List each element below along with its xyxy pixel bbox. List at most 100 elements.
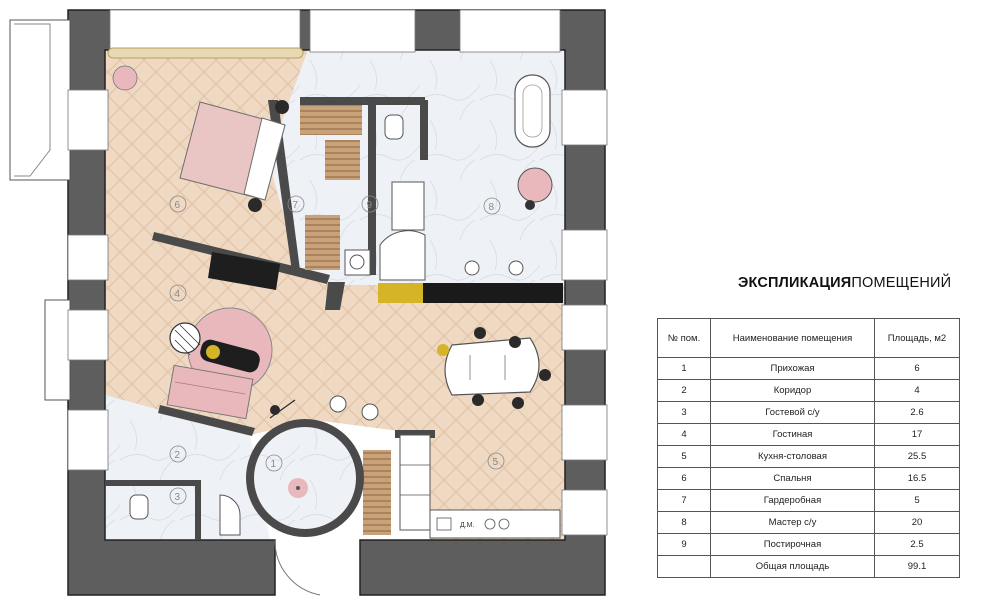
bedside-lamp bbox=[275, 100, 289, 114]
table-row: 9 Постирочная 2.5 bbox=[657, 533, 960, 556]
bedside-lamp bbox=[248, 198, 262, 212]
cell-name: Кухня-столовая bbox=[710, 445, 875, 468]
bar-stool bbox=[329, 395, 347, 413]
cell-name: Прихожая bbox=[710, 357, 875, 380]
bay-window bbox=[9, 19, 71, 181]
room-label-5: 5 bbox=[487, 452, 505, 470]
cell-area: 2.5 bbox=[874, 533, 960, 556]
svg-text:2: 2 bbox=[175, 450, 181, 461]
radiator bbox=[107, 47, 304, 59]
window-opening bbox=[67, 309, 109, 361]
window-opening-top bbox=[459, 9, 561, 53]
header-room-area: Площадь, м2 bbox=[874, 318, 960, 358]
sink-icon bbox=[508, 260, 524, 276]
bar-stool bbox=[361, 403, 379, 421]
table-row: 7 Гардеробная 5 bbox=[657, 489, 960, 512]
explication-table: № пом. Наименование помещения Площадь, м… bbox=[657, 318, 960, 578]
black-cabinet bbox=[423, 283, 563, 303]
window-left bbox=[44, 299, 71, 401]
table-row: 1 Прихожая 6 bbox=[657, 357, 960, 380]
explication-title: ЭКСПЛИКАЦИЯПОМЕЩЕНИЙ bbox=[738, 275, 951, 291]
svg-text:5: 5 bbox=[493, 457, 499, 468]
window-opening bbox=[67, 409, 109, 471]
yellow-cabinet bbox=[378, 283, 423, 303]
armchair bbox=[169, 322, 201, 354]
cell-number: 2 bbox=[657, 379, 711, 402]
cell-number: 5 bbox=[657, 445, 711, 468]
bathtub bbox=[514, 74, 551, 148]
room-label-7: 7 bbox=[287, 195, 305, 213]
explication-title-bold: ЭКСПЛИКАЦИЯ bbox=[738, 275, 852, 291]
cell-number bbox=[657, 555, 711, 578]
room-label-2: 2 bbox=[169, 445, 187, 463]
table-row: 5 Кухня-столовая 25.5 bbox=[657, 445, 960, 468]
window-opening-top bbox=[109, 9, 301, 53]
outer-walls bbox=[9, 9, 608, 596]
shower-cabin bbox=[391, 181, 425, 231]
sink-icon bbox=[464, 260, 480, 276]
round-ottoman bbox=[112, 65, 138, 91]
room-label-4: 4 bbox=[169, 284, 187, 302]
room-label-6: 6 bbox=[169, 195, 187, 213]
cell-area: 25.5 bbox=[874, 445, 960, 468]
svg-text:1: 1 bbox=[271, 459, 277, 470]
table-row: 6 Спальня 16.5 bbox=[657, 467, 960, 490]
cell-name: Спальня bbox=[710, 467, 875, 490]
table-header-row: № пом. Наименование помещения Площадь, м… bbox=[657, 318, 960, 358]
living-set bbox=[166, 307, 296, 420]
cell-number: 1 bbox=[657, 357, 711, 380]
explication-title-regular: ПОМЕЩЕНИЙ bbox=[851, 275, 952, 291]
dishwasher-label: Д.М. bbox=[460, 522, 475, 529]
room-label-9: 9 bbox=[361, 195, 379, 213]
washing-machine-icon bbox=[344, 249, 371, 276]
cell-area: 6 bbox=[874, 357, 960, 380]
room-label-3: 3 bbox=[169, 487, 187, 505]
window-opening bbox=[561, 489, 608, 536]
cell-number: 9 bbox=[657, 533, 711, 556]
table-row: 2 Коридор 4 bbox=[657, 379, 960, 402]
bath-armchair bbox=[517, 167, 553, 210]
wardrobe-shelf bbox=[305, 215, 340, 270]
dining-table bbox=[444, 337, 540, 396]
floor-plan: Д.М. 1 2 3 4 5 6 7 8 9 bbox=[9, 9, 608, 596]
wardrobe-shelf bbox=[300, 105, 362, 135]
cell-name: Мастер с/у bbox=[710, 511, 875, 534]
toilet-icon bbox=[129, 494, 149, 520]
header-room-number: № пом. bbox=[657, 318, 711, 358]
svg-text:7: 7 bbox=[293, 200, 299, 211]
cell-name: Коридор bbox=[710, 379, 875, 402]
window-opening-top bbox=[309, 9, 416, 53]
table-row: 4 Гостиная 17 bbox=[657, 423, 960, 446]
bed bbox=[179, 100, 289, 212]
window-opening bbox=[561, 89, 608, 146]
cell-number: 7 bbox=[657, 489, 711, 512]
parquet-floor-bedroom-living bbox=[105, 50, 330, 435]
cell-name: Гардеробная bbox=[710, 489, 875, 512]
entry-door-swing bbox=[274, 539, 321, 596]
window-opening bbox=[561, 404, 608, 461]
cell-name: Постирочная bbox=[710, 533, 875, 556]
room-label-8: 8 bbox=[483, 197, 501, 215]
window-opening bbox=[561, 304, 608, 351]
table-total-row: Общая площадь 99.1 bbox=[657, 555, 960, 578]
guest-sink bbox=[219, 494, 241, 536]
table-row: 3 Гостевой с/у 2.6 bbox=[657, 401, 960, 424]
dining-set bbox=[437, 327, 551, 409]
entry-closet bbox=[363, 450, 391, 535]
cell-number: 8 bbox=[657, 511, 711, 534]
cell-area: 2.6 bbox=[874, 401, 960, 424]
window-opening bbox=[67, 234, 109, 281]
cell-area: 5 bbox=[874, 489, 960, 512]
fireplace-strip bbox=[208, 252, 280, 290]
cell-area: 17 bbox=[874, 423, 960, 446]
header-room-name: Наименование помещения bbox=[710, 318, 875, 358]
sofa bbox=[166, 364, 254, 420]
cell-area: 16.5 bbox=[874, 467, 960, 490]
cell-name: Гостевой с/у bbox=[710, 401, 875, 424]
cell-area: 4 bbox=[874, 379, 960, 402]
entrance-rotunda bbox=[246, 419, 364, 596]
kitchen-unit: Д.М. bbox=[399, 434, 561, 539]
cell-number: 6 bbox=[657, 467, 711, 490]
svg-text:3: 3 bbox=[175, 492, 181, 503]
cell-area: 20 bbox=[874, 511, 960, 534]
